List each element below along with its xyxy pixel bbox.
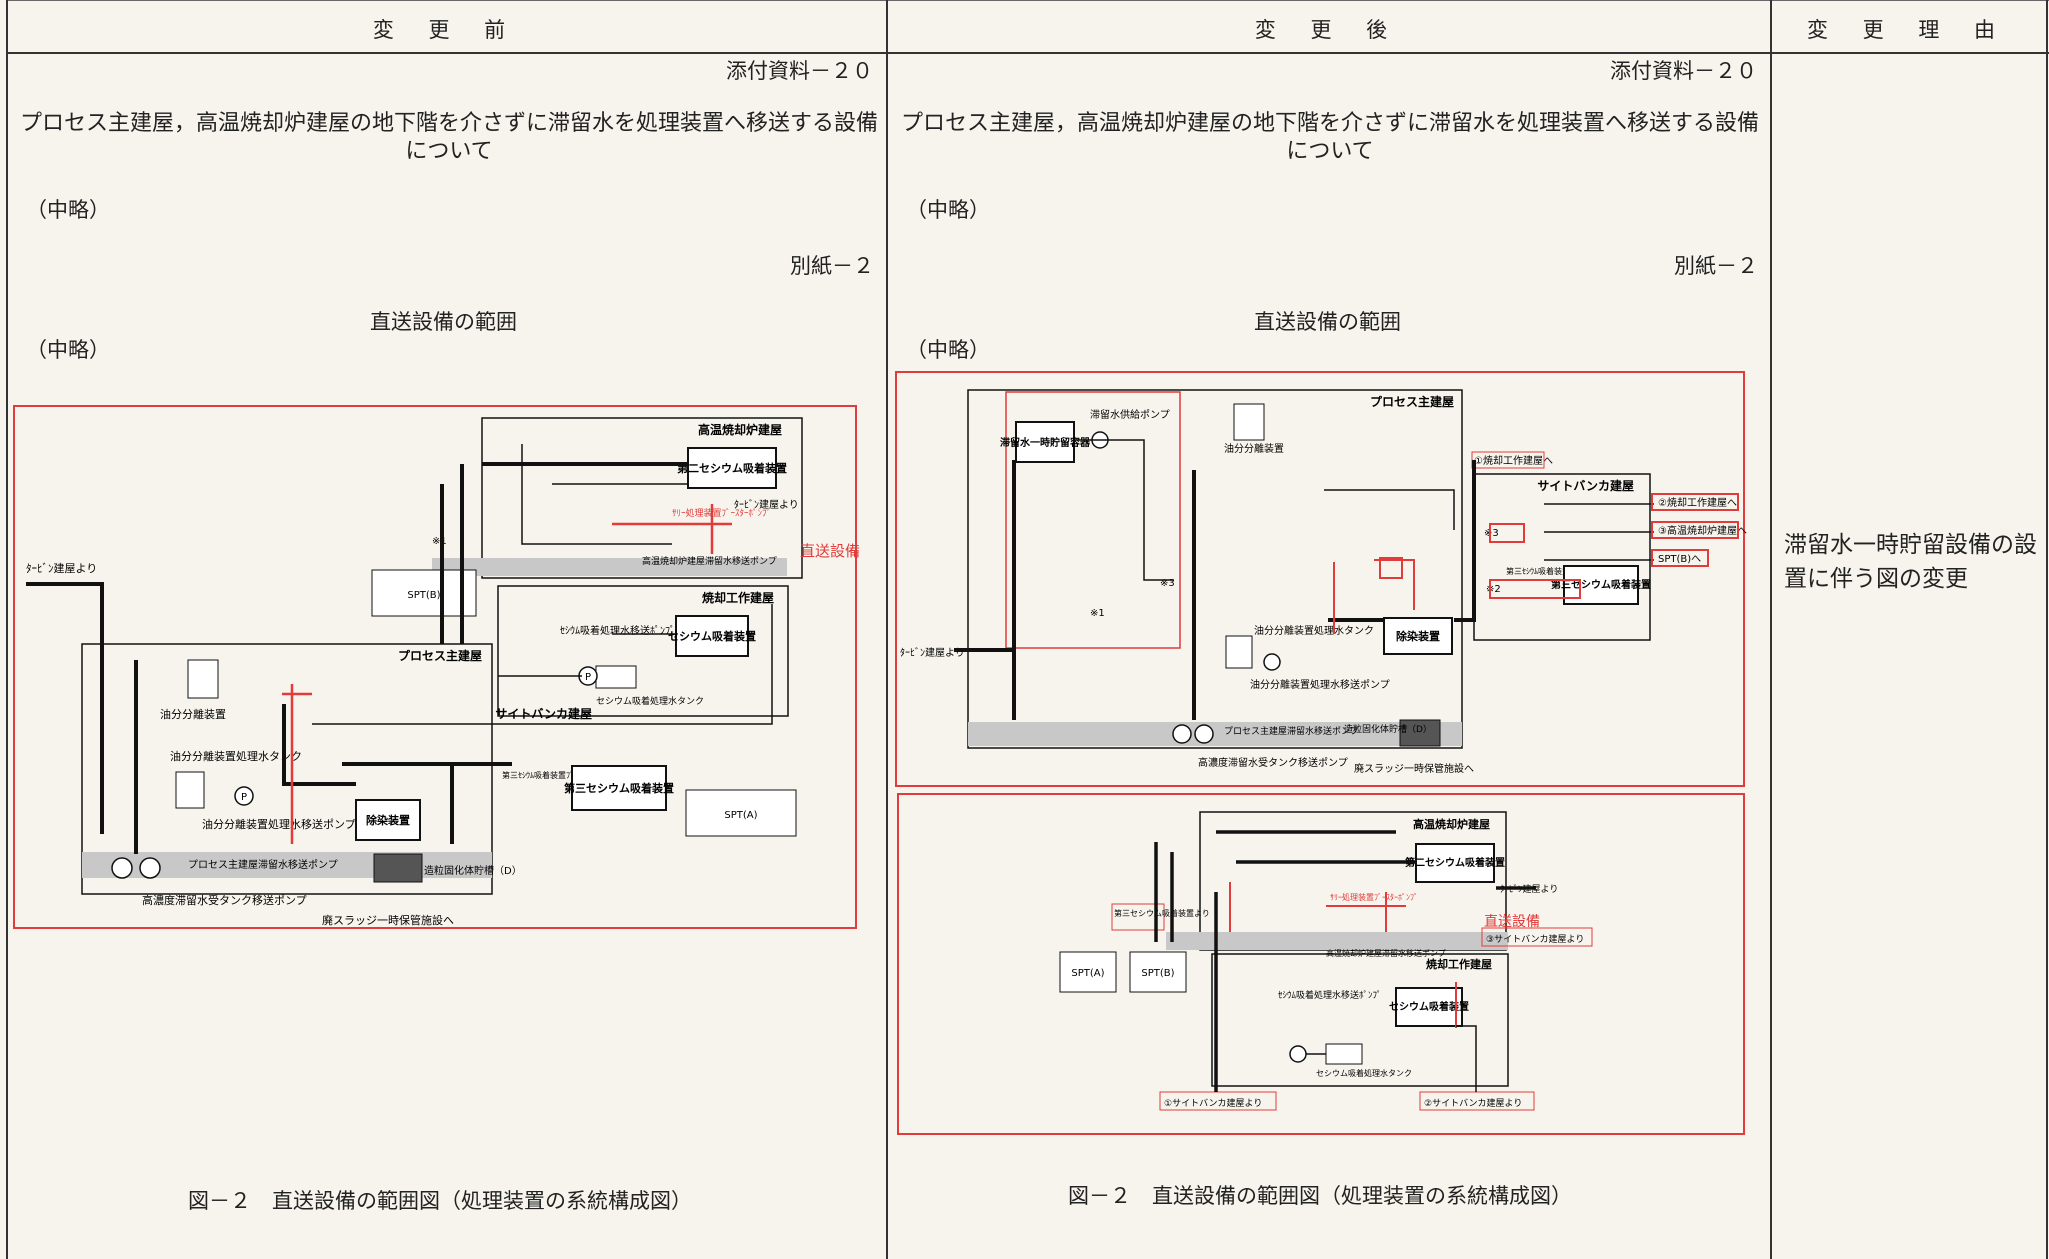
table-top-border bbox=[6, 0, 2049, 1]
after-label-solid: 造粒固化体貯槽（D） bbox=[1344, 723, 1432, 735]
after-label-to-htb: ③高温焼却炉建屋へ bbox=[1658, 524, 1747, 537]
before-label-cs-device: セシウム吸着装置 bbox=[668, 629, 756, 643]
before-label-process: プロセス主建屋 bbox=[398, 648, 482, 663]
header-divider bbox=[6, 52, 2049, 54]
after-label-process: プロセス主建屋 bbox=[1370, 394, 1454, 409]
after-label-htb: 高温焼却炉建屋 bbox=[1413, 817, 1490, 831]
before-label-decon: 除染装置 bbox=[366, 813, 410, 827]
before-caption: 図－２ 直送設備の範囲図（処理装置の系統構成図） bbox=[188, 1185, 692, 1215]
before-label-htb: 高温焼却炉建屋 bbox=[698, 422, 782, 437]
before-system-diagram: 高温焼却炉建屋 第二セシウム吸着装置 ﾀｰﾋﾞﾝ建屋より ｻﾘｰ処理装置ﾌﾞｰｽ… bbox=[12, 404, 862, 934]
before-label-p1: P bbox=[585, 672, 591, 683]
before-htb-building bbox=[482, 418, 802, 578]
before-label-oil-sep: 油分分離装置 bbox=[160, 707, 226, 721]
before-label-solid: 造粒固化体貯槽（D） bbox=[424, 864, 522, 877]
after-label-from-site2: ②サイトバンカ建屋より bbox=[1424, 1097, 1522, 1109]
before-label-workshop: 焼却工作建屋 bbox=[702, 590, 774, 605]
after-label-hc-pump: 高濃度滞留水受タンク移送ポンプ bbox=[1198, 756, 1348, 769]
after-label-to-workshop1: ①焼却工作建屋へ bbox=[1474, 454, 1553, 467]
before-range-heading: 直送設備の範囲 bbox=[370, 306, 517, 336]
before-label-hc-pump: 高濃度滞留水受タンク移送ポンプ bbox=[142, 893, 307, 907]
column-border-1 bbox=[886, 0, 888, 1259]
after-label-from-site1: ①サイトバンカ建屋より bbox=[1164, 1097, 1262, 1109]
after-caption: 図－２ 直送設備の範囲図（処理装置の系統構成図） bbox=[1068, 1180, 1572, 1210]
after-label-sludge: 廃スラッジ一時保管施設へ bbox=[1354, 762, 1474, 775]
after-label-supply-pump: 滞留水供給ポンプ bbox=[1090, 408, 1170, 421]
after-label-sarry-booster: ｻﾘｰ処理装置ﾌﾞｰｽﾀｰﾎﾟﾝﾌﾟ bbox=[1330, 892, 1418, 902]
after-label-to-sptb: SPT(B)へ bbox=[1658, 554, 1701, 565]
column-border-right bbox=[2046, 0, 2048, 1259]
before-label-cs-pump: ｾｼｳﾑ吸着処理水移送ﾎﾟﾝﾌﾟ bbox=[560, 624, 675, 637]
after-label-to-workshop2: ②焼却工作建屋へ bbox=[1658, 496, 1737, 509]
after-label-cs-pump: ｾｼｳﾑ吸着処理水移送ﾎﾟﾝﾌﾟ bbox=[1278, 989, 1382, 1001]
after-system-diagram-top: プロセス主建屋 滞留水一時貯留容器 滞留水供給ポンプ 油分分離装置 ①焼却工作建… bbox=[894, 370, 1750, 790]
after-label-turbine-from: ﾀｰﾋﾞﾝ建屋より bbox=[900, 646, 965, 659]
before-label-proc-pump: プロセス主建屋滞留水移送ポンプ bbox=[188, 858, 338, 871]
after-label-oil-sep: 油分分離装置 bbox=[1224, 442, 1284, 455]
after-label-from-site3: ③サイトバンカ建屋より bbox=[1486, 933, 1584, 945]
before-label-oil-pump: 油分分離装置処理水移送ポンプ bbox=[202, 817, 356, 831]
after-label-note1: ※1 bbox=[1090, 608, 1105, 619]
before-omitted-1: （中略） bbox=[26, 194, 110, 224]
before-label-turbine-from: ﾀｰﾋﾞﾝ建屋より bbox=[26, 561, 97, 575]
after-label-note3-site: ※3 bbox=[1484, 528, 1499, 539]
after-label-spt-b: SPT(B) bbox=[1141, 968, 1174, 979]
after-label-htb-pump: 高温焼却炉建屋滞留水移送ポンプ bbox=[1326, 948, 1446, 958]
after-label-workshop: 焼却工作建屋 bbox=[1426, 957, 1492, 971]
after-label-spt-a: SPT(A) bbox=[1071, 968, 1104, 979]
after-label-proc-pump: プロセス主建屋滞留水移送ポンプ bbox=[1224, 725, 1359, 737]
after-direct-range-box-bottom bbox=[898, 794, 1744, 1134]
after-label-oil-tank: 油分分離装置処理水タンク bbox=[1254, 624, 1374, 637]
after-label-temp-vessel: 滞留水一時貯留容器 bbox=[1000, 436, 1091, 449]
column-border-2 bbox=[1770, 0, 1772, 1259]
before-label-spt-b: SPT(B) bbox=[407, 590, 440, 601]
after-label-third-cs-from: 第三セシウム吸着装置より bbox=[1114, 908, 1210, 918]
header-reason: 変 更 理 由 bbox=[1770, 14, 2046, 44]
after-label-note2: ※2 bbox=[1486, 584, 1501, 595]
change-reason: 滞留水一時貯留設備の設置に伴う図の変更 bbox=[1784, 528, 2046, 596]
after-label-direct: 直送設備 bbox=[1484, 913, 1540, 930]
before-label-sarry-booster: ｻﾘｰ処理装置ﾌﾞｰｽﾀｰﾎﾟﾝﾌﾟ bbox=[672, 507, 771, 519]
before-label-second-cs: 第二セシウム吸着装置 bbox=[677, 461, 787, 475]
before-label-p2: P bbox=[241, 792, 247, 803]
before-attachment: 添付資料－２０ bbox=[726, 55, 873, 85]
before-label-spt-a: SPT(A) bbox=[724, 810, 757, 821]
before-label-htb-pump: 高温焼却炉建屋滞留水移送ポンプ bbox=[642, 555, 777, 567]
after-attachment: 添付資料－２０ bbox=[1610, 55, 1757, 85]
before-title: プロセス主建屋，高温焼却炉建屋の地下階を介さずに滞留水を処理装置へ移送する設備に… bbox=[16, 110, 882, 166]
after-label-site-bunker: サイトバンカ建屋 bbox=[1537, 478, 1634, 493]
after-label-oil-pump: 油分分離装置処理水移送ポンプ bbox=[1250, 678, 1390, 691]
after-label-cs-tank: セシウム吸着処理水タンク bbox=[1316, 1068, 1412, 1078]
after-label-second-cs: 第二セシウム吸着装置 bbox=[1405, 856, 1505, 869]
before-label-note1: ※1 bbox=[432, 536, 447, 547]
header-after: 変 更 後 bbox=[886, 14, 1770, 44]
after-label-decon: 除染装置 bbox=[1396, 629, 1440, 643]
before-label-site-bunker: サイトバンカ建屋 bbox=[495, 706, 592, 721]
header-before: 変 更 前 bbox=[6, 14, 886, 44]
comparison-table: 変 更 前 変 更 後 変 更 理 由 添付資料－２０ プロセス主建屋，高温焼却… bbox=[6, 0, 2049, 1259]
after-omitted-1: （中略） bbox=[906, 194, 990, 224]
before-label-sludge: 廃スラッジ一時保管施設へ bbox=[322, 913, 454, 927]
after-omitted-2: （中略） bbox=[906, 334, 990, 364]
after-range-heading: 直送設備の範囲 bbox=[1254, 306, 1401, 336]
before-omitted-2: （中略） bbox=[26, 334, 110, 364]
before-label-third-cs: 第三セシウム吸着装置 bbox=[564, 781, 674, 795]
column-border-left bbox=[6, 0, 8, 1259]
after-system-diagram-bottom: 高温焼却炉建屋 第二セシウム吸着装置 ﾀｰﾋﾞﾝ建屋より ｻﾘｰ処理装置ﾌﾞｰｽ… bbox=[896, 792, 1748, 1138]
before-label-cs-tank: セシウム吸着処理水タンク bbox=[596, 695, 704, 707]
after-title: プロセス主建屋，高温焼却炉建屋の地下階を介さずに滞留水を処理装置へ移送する設備に… bbox=[894, 110, 1766, 166]
before-label-direct: 直送設備 bbox=[800, 542, 860, 560]
after-appendix: 別紙－２ bbox=[1674, 250, 1758, 280]
before-appendix: 別紙－２ bbox=[790, 250, 874, 280]
